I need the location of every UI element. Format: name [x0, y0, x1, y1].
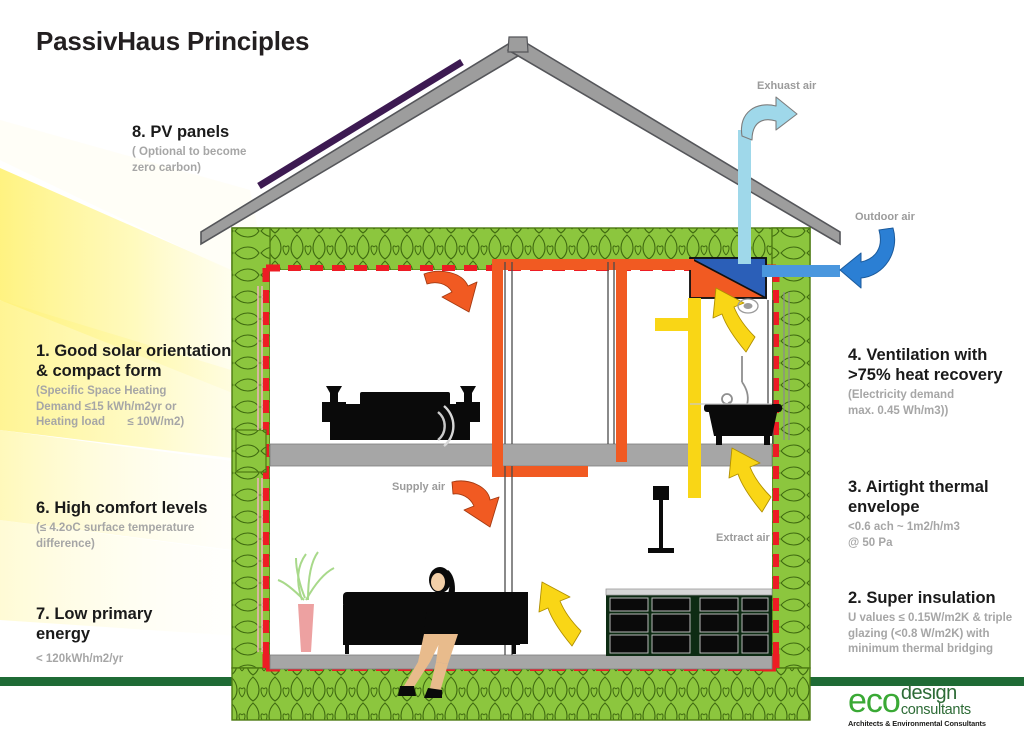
principle-1-solar-orientation: 1. Good solar orientation & compact form…	[36, 341, 286, 430]
floor-lamp	[648, 486, 674, 553]
mvhr-heat-exchanger-unit	[689, 257, 767, 300]
logo-tagline: Architects & Environmental Consultants	[848, 719, 986, 728]
principle-7-sub-line1: < 120kWh/m2/yr	[36, 653, 124, 666]
principle-3-heading-line1: 3. Airtight thermal	[848, 478, 989, 496]
principle-2-super-insulation: 2. Super insulation U values ≤ 0.15W/m2K…	[848, 588, 1024, 657]
ground-floor-slab	[269, 654, 773, 670]
principle-4-ventilation: 4. Ventilation with >75% heat recovery (…	[848, 345, 1024, 419]
principle-7-heading-line1: 7. Low primary	[36, 605, 153, 623]
principle-2-sub-line2: glazing (<0.8 W/m2K) with	[848, 627, 990, 640]
label-supply-air: Supply air	[392, 481, 446, 493]
pv-panel	[257, 59, 464, 189]
principle-4-heading-line1: 4. Ventilation with	[848, 346, 988, 364]
glazing-lines-right	[783, 292, 790, 440]
principle-6-sub-line1: (≤ 4.2oC surface temperature	[36, 522, 195, 535]
label-exhaust-air: Exhuast air	[757, 80, 817, 92]
glazing-lines-left	[257, 286, 263, 652]
supply-air-duct	[492, 259, 694, 477]
exhaust-air-arrow	[740, 96, 798, 141]
roof	[200, 36, 841, 246]
logo-consultants-text: consultants	[900, 702, 971, 718]
label-outdoor-air: Outdoor air	[855, 211, 915, 223]
principle-2-sub-line3: minimum thermal bridging	[848, 643, 994, 656]
extract-air-arrow-kitchen	[538, 581, 582, 647]
eco-design-consultants-logo: eco design consultants Architects & Envi…	[848, 682, 1020, 732]
principle-3-airtight-envelope: 3. Airtight thermal envelope <0.6 ach ~ …	[848, 477, 1024, 551]
principle-7-heading-line2: energy	[36, 625, 91, 644]
supply-air-arrow-upper	[423, 270, 478, 313]
principle-6-comfort: 6. High comfort levels (≤ 4.2oC surface …	[36, 498, 286, 552]
principle-2-heading: 2. Super insulation	[848, 589, 996, 607]
principle-8-sub-line2: zero carbon)	[132, 161, 202, 174]
extract-air-arrow-bathroom	[712, 287, 756, 353]
exhaust-duct	[738, 130, 751, 264]
principle-3-sub-line1: <0.6 ach ~ 1m2/h/m3	[848, 521, 960, 534]
bed-furniture	[322, 386, 480, 440]
logo-eco-text: eco	[848, 682, 901, 720]
principle-6-heading: 6. High comfort levels	[36, 499, 208, 517]
extract-air-arrow-mid	[728, 447, 772, 513]
principle-2-sub-line1: U values ≤ 0.15W/m2K & triple	[848, 612, 1013, 625]
extract-air-duct	[655, 298, 701, 498]
kitchen-units	[605, 588, 773, 656]
principle-1-heading-line1: 1. Good solar orientation	[36, 342, 232, 360]
label-extract-air: Extract air	[716, 532, 770, 544]
principle-8-pv-panels: 8. PV panels ( Optional to become zero c…	[132, 122, 352, 176]
principle-4-sub-line1: (Electricity demand	[848, 389, 955, 402]
principle-3-heading-line2: envelope	[848, 498, 920, 517]
page-title: PassivHaus Principles	[36, 26, 310, 56]
principle-6-sub-line2: difference)	[36, 537, 95, 550]
outdoor-air-arrow	[839, 227, 896, 289]
principle-1-sub-line1: (Specific Space Heating	[36, 385, 167, 398]
speaker-icon	[437, 405, 455, 447]
potted-plant	[277, 551, 335, 652]
extract-grille-icon	[737, 298, 759, 314]
principle-4-sub-line2: max. 0.45 Wh/m3))	[848, 405, 949, 418]
principle-8-heading: 8. PV panels	[132, 123, 230, 141]
bathtub	[704, 404, 782, 445]
principle-3-sub-line2: @ 50 Pa	[848, 537, 893, 550]
seated-person	[398, 567, 460, 698]
window-left-upper	[235, 429, 267, 473]
principle-1-heading-line2: & compact form	[36, 362, 162, 381]
principle-1-sub-line2: Demand ≤15 kWh/m2yr or	[36, 401, 177, 414]
outdoor-air-duct	[762, 265, 840, 277]
principle-1-sub-line3: Heating load ≤ 10W/m2)	[36, 416, 185, 429]
principle-8-sub-line1: ( Optional to become	[132, 146, 247, 159]
principle-4-heading-line2: >75% heat recovery	[848, 366, 1003, 385]
logo-design-text: design	[900, 682, 957, 704]
principle-7-low-primary-energy: 7. Low primary energy < 120kWh/m2/yr	[36, 604, 266, 668]
supply-air-arrow-lower	[451, 480, 500, 528]
